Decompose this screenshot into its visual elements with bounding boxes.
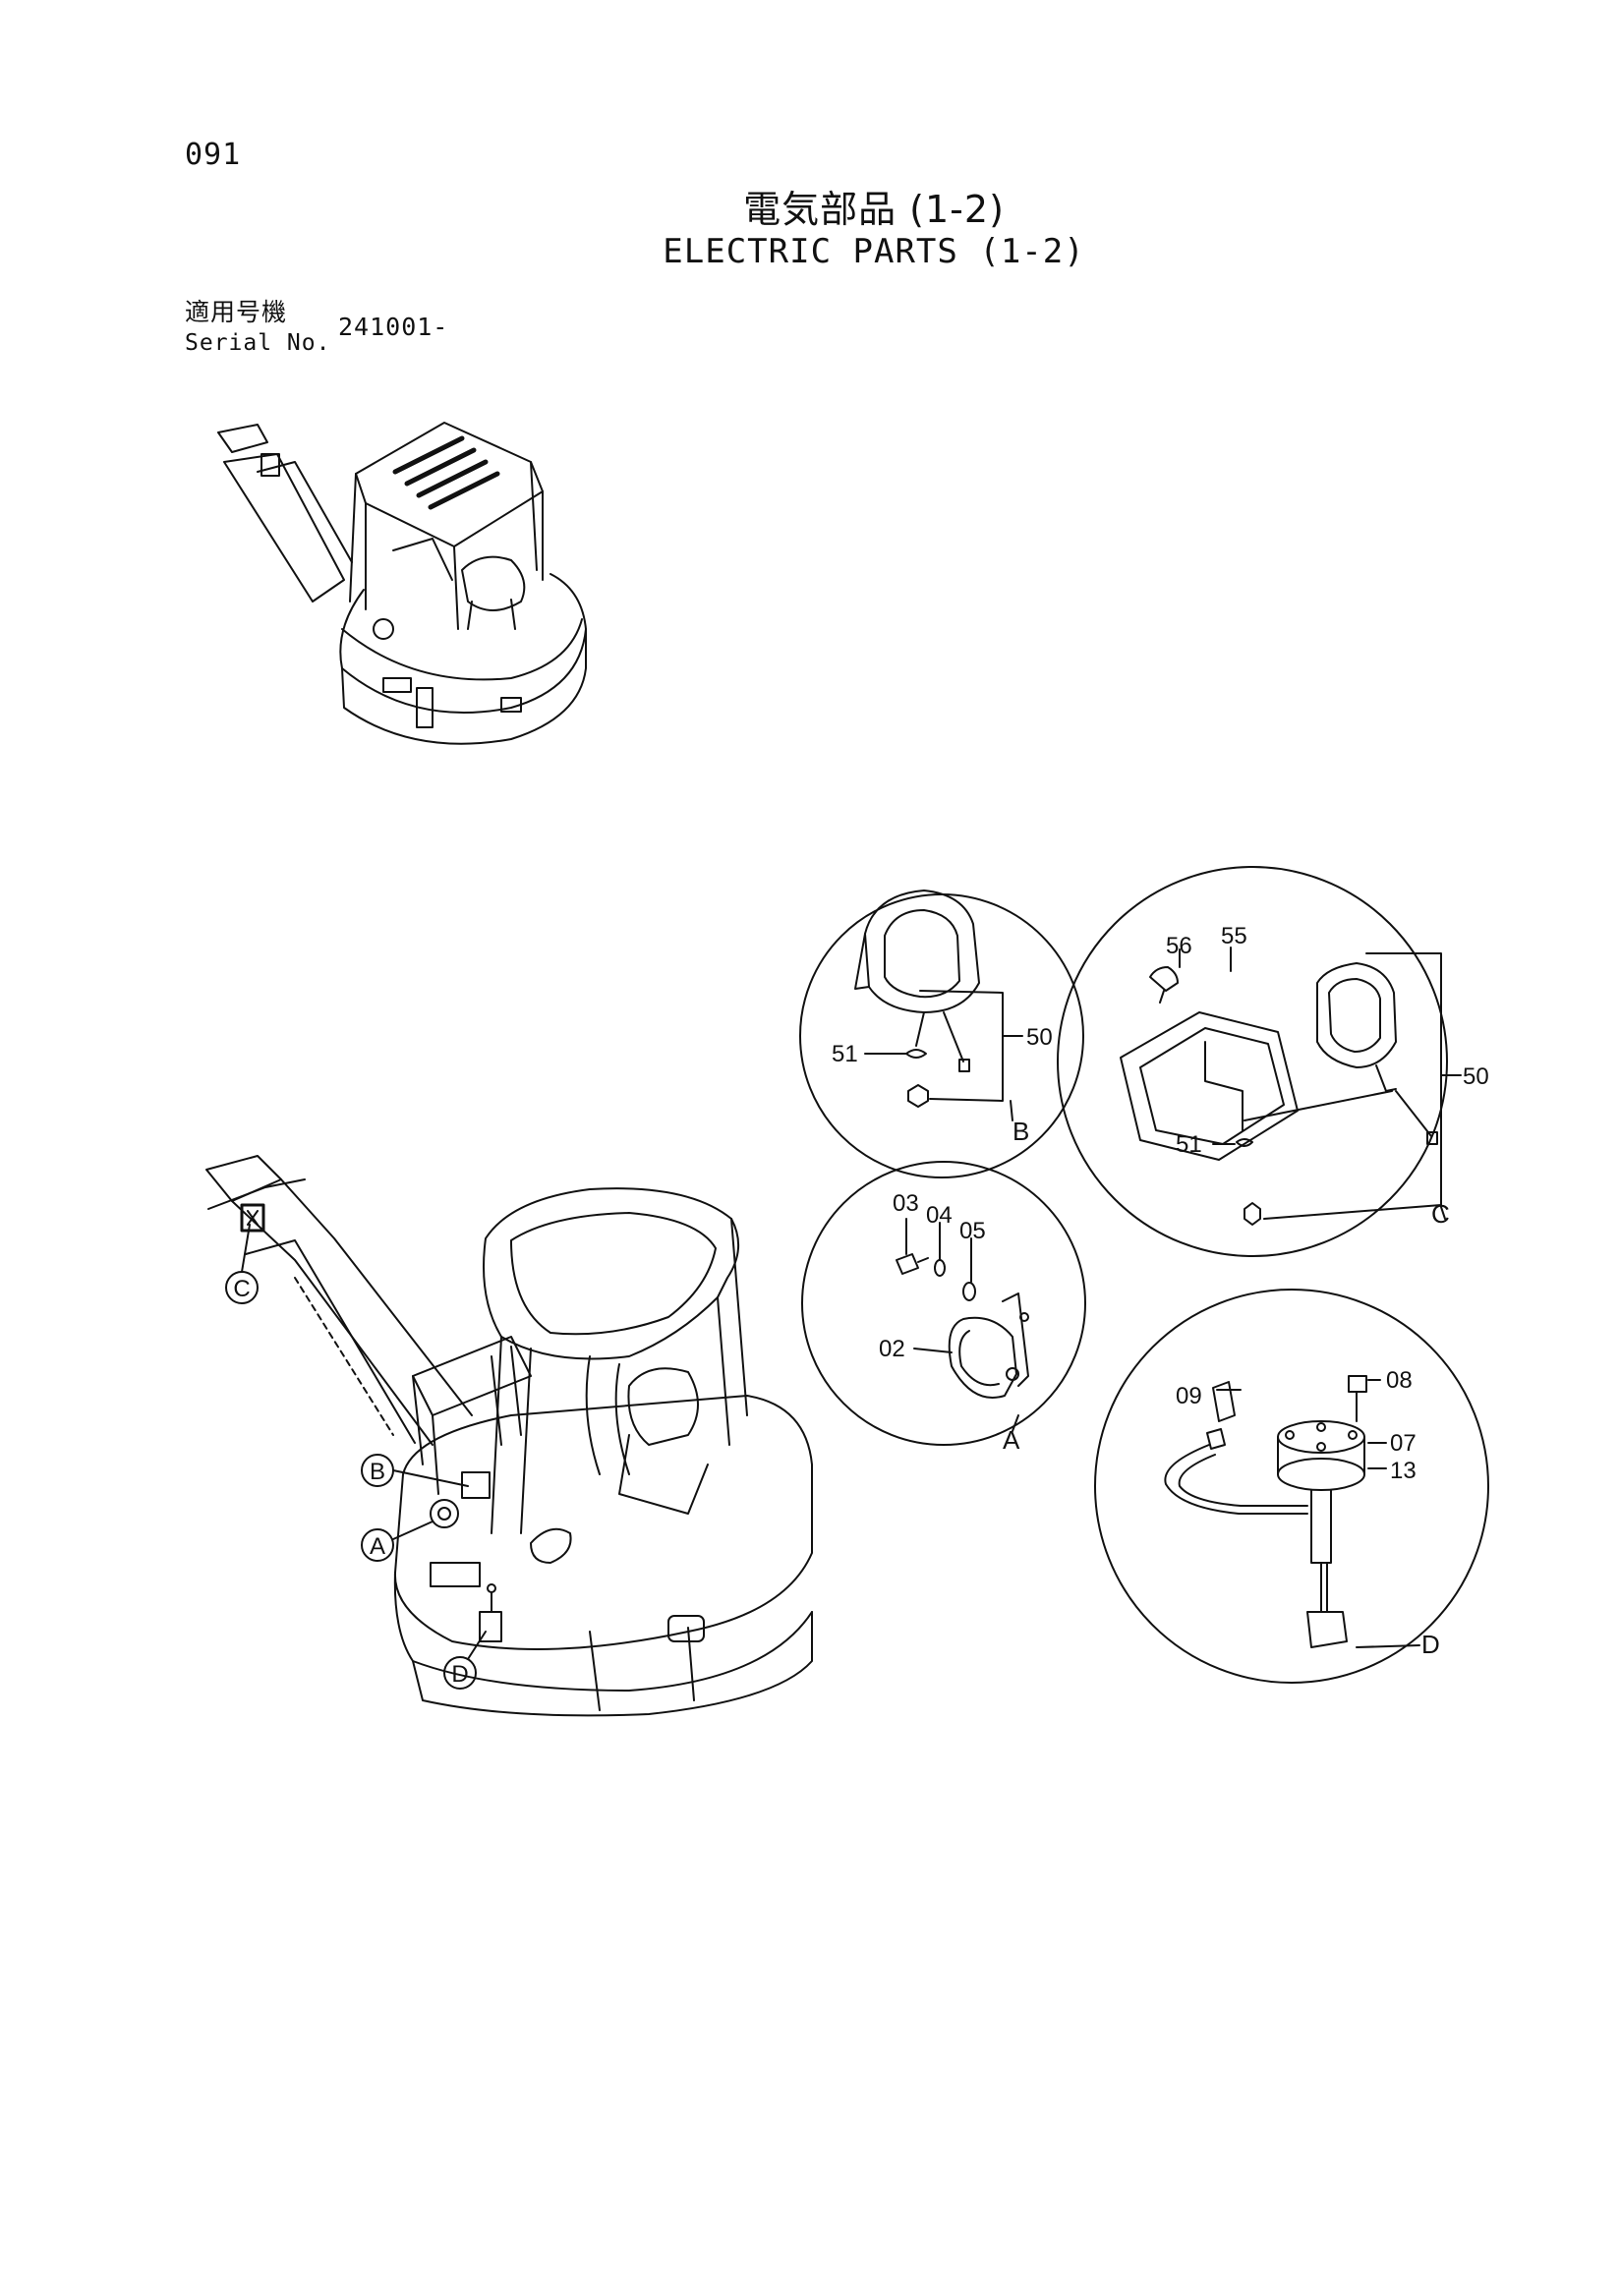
serial-number-value: 241001-: [338, 313, 449, 341]
part-number-c-56: 56: [1166, 933, 1192, 959]
callout-d-main: D: [451, 1661, 468, 1688]
callout-a-main: A: [370, 1533, 385, 1560]
main-callouts: [225, 1224, 487, 1690]
part-number-a-02: 02: [879, 1336, 905, 1362]
part-number-c-51: 51: [1176, 1131, 1202, 1158]
part-number-d-07: 07: [1390, 1430, 1417, 1457]
part-number-b-51: 51: [832, 1041, 858, 1067]
main-excavator-illustration: [205, 1155, 813, 1717]
page-title-japanese: 電気部品 (1-2): [743, 188, 1005, 231]
part-number-b-50: 50: [1026, 1024, 1053, 1051]
part-number-d-13: 13: [1390, 1458, 1417, 1484]
detail-a-circle: [801, 1161, 1086, 1446]
detail-label-a: A: [1003, 1425, 1020, 1455]
page-number: 091: [185, 138, 242, 172]
callout-b-main: B: [370, 1459, 385, 1485]
part-number-d-09: 09: [1176, 1383, 1202, 1409]
serial-label-japanese: 適用号機: [185, 298, 288, 326]
detail-label-c: C: [1431, 1199, 1450, 1229]
serial-label-english: Serial No.: [185, 330, 331, 356]
detail-c-circle: [1057, 866, 1462, 1257]
part-number-a-05: 05: [959, 1218, 986, 1244]
part-number-c-50: 50: [1463, 1063, 1489, 1090]
callout-c-main: C: [233, 1276, 250, 1302]
part-number-c-55: 55: [1221, 923, 1247, 949]
part-number-a-04: 04: [926, 1202, 953, 1229]
overview-excavator-illustration: [217, 422, 587, 745]
detail-b-circle: [799, 890, 1084, 1178]
part-number-d-08: 08: [1386, 1367, 1413, 1394]
detail-d-circle: [1094, 1289, 1489, 1684]
page-title-english: ELECTRIC PARTS (1-2): [663, 232, 1085, 271]
part-number-a-03: 03: [893, 1190, 919, 1217]
detail-label-d: D: [1421, 1630, 1440, 1659]
detail-label-b: B: [1012, 1117, 1029, 1146]
